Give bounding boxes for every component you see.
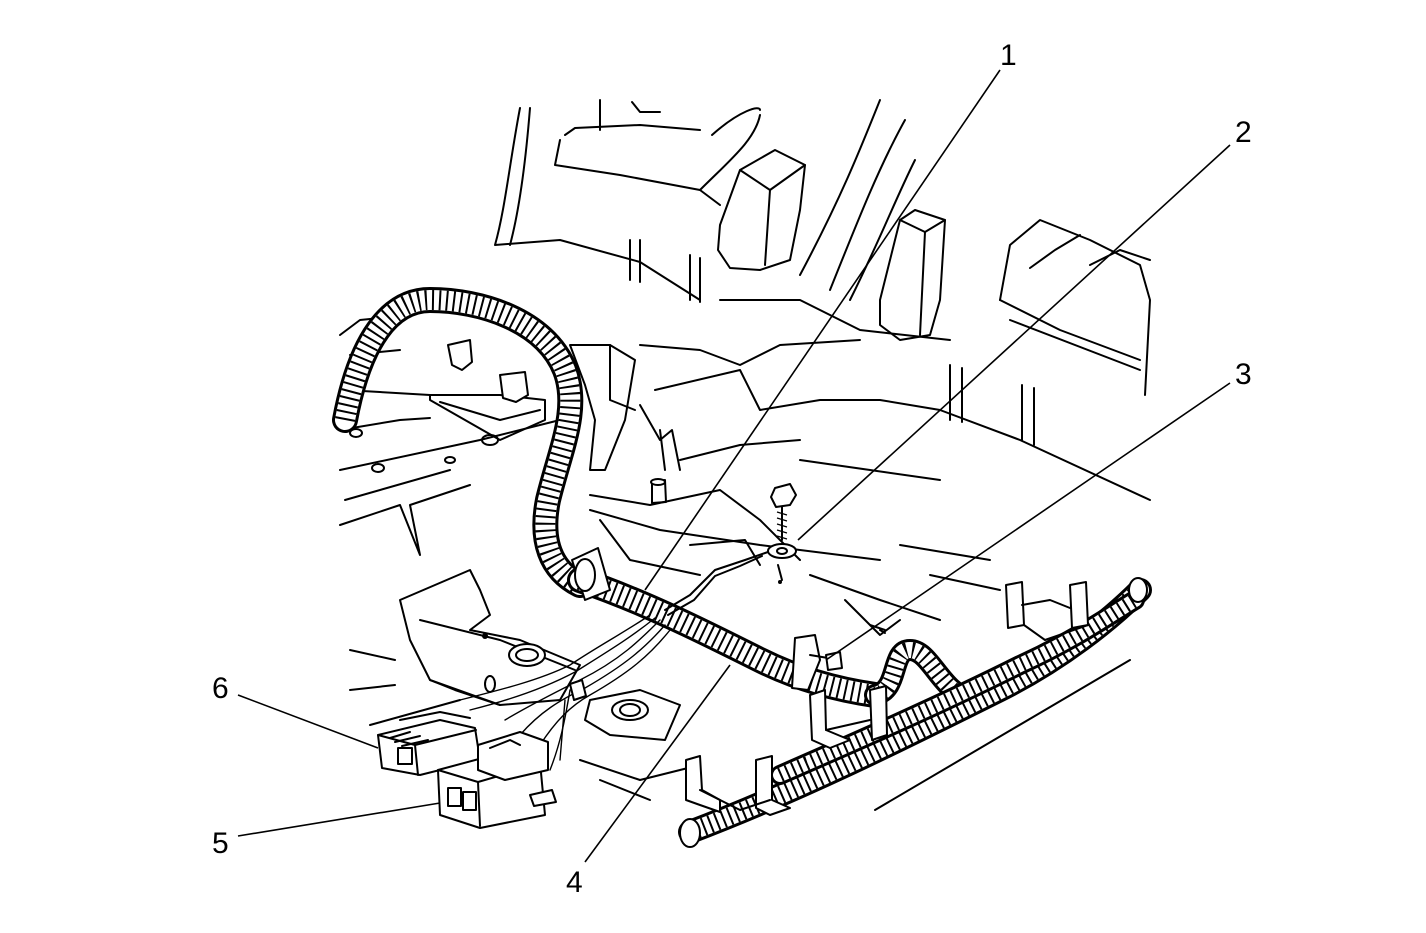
leader-line-4 — [585, 665, 730, 862]
callout-leaders — [238, 70, 1230, 862]
floor-mounting-bracket — [350, 570, 700, 800]
leader-line-6 — [238, 695, 378, 748]
corrugated-harness-right-loop — [875, 650, 970, 700]
callout-1: 1 — [1000, 39, 1017, 72]
floor-pan-structure — [340, 100, 1150, 635]
callout-labels: 1 2 3 4 5 6 — [212, 39, 1252, 899]
corrugated-harness-right-rail — [680, 578, 1147, 847]
callout-2: 2 — [1235, 116, 1252, 149]
connector-item-5 — [438, 732, 556, 828]
leader-line-1 — [645, 70, 1000, 590]
corrugated-harness-left-loop — [345, 300, 580, 585]
callout-6: 6 — [212, 672, 229, 705]
rail-clips — [686, 582, 1088, 815]
corrugated-harness-main-run — [572, 548, 875, 695]
callout-5: 5 — [212, 827, 229, 860]
branch-wires — [460, 615, 670, 770]
callout-4: 4 — [566, 866, 583, 899]
leader-line-3 — [826, 383, 1230, 660]
ground-bolt-assembly — [665, 484, 796, 615]
callout-3: 3 — [1235, 358, 1252, 391]
leader-line-2 — [798, 145, 1230, 540]
leader-line-5 — [238, 803, 440, 836]
